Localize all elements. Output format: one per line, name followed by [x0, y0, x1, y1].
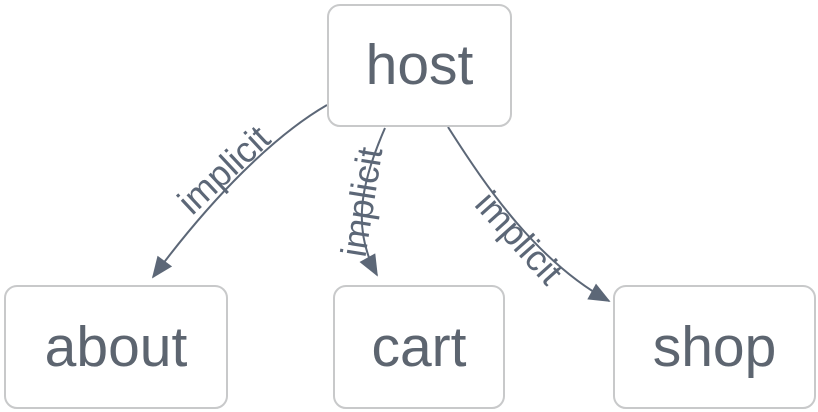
node-host: host: [327, 4, 512, 127]
node-label: shop: [652, 314, 777, 379]
node-about: about: [4, 285, 228, 409]
edge-host-cart: [359, 127, 386, 277]
node-label: host: [365, 33, 474, 97]
node-cart: cart: [333, 285, 505, 409]
node-shop: shop: [613, 285, 816, 409]
edge-host-shop: [447, 126, 611, 302]
edge-host-about: [151, 104, 328, 279]
node-label: about: [44, 314, 188, 379]
node-label: cart: [371, 314, 467, 379]
